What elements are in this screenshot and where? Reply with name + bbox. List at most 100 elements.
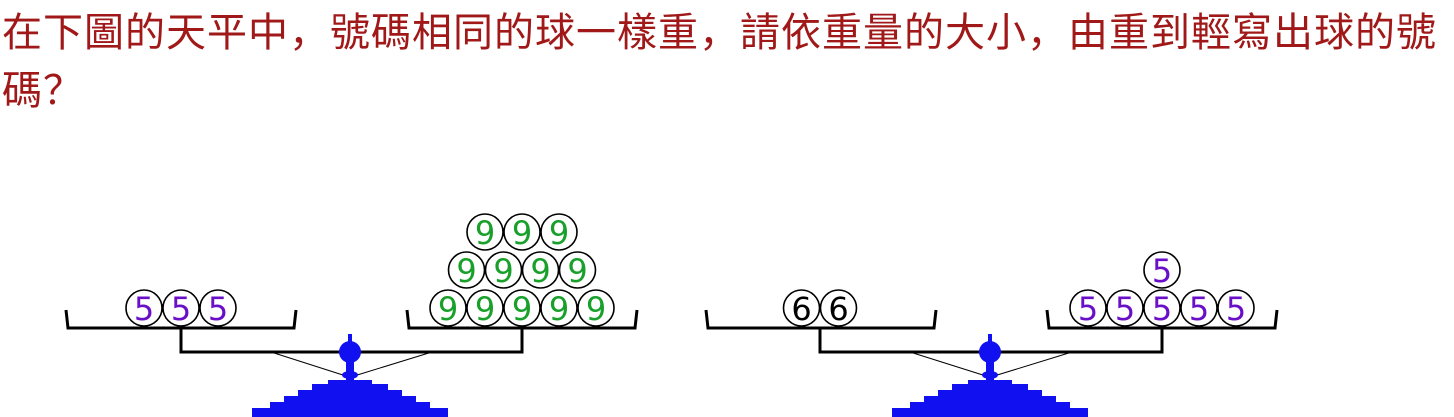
ball-number: 5 (1226, 290, 1246, 328)
ball-outline (429, 289, 467, 327)
ball-outline (162, 289, 200, 327)
right-pan-ball: 9 (521, 251, 560, 290)
right-pan-ball: 9 (466, 289, 504, 328)
base-step (910, 402, 1070, 410)
ball-outline (484, 251, 523, 289)
scale-post (346, 352, 354, 382)
base-step (938, 390, 1042, 398)
ball-outline (577, 289, 615, 327)
ball-outline (1143, 251, 1181, 289)
ball-number: 9 (456, 252, 476, 290)
right-pan (1045, 309, 1279, 330)
right-pan-ball: 5 (1143, 251, 1181, 290)
ball-outline (466, 289, 504, 327)
ball-outline (782, 289, 821, 327)
left-pan (64, 309, 298, 330)
left-pan (704, 309, 938, 330)
ball-number: 5 (1152, 290, 1172, 328)
ball-outline (558, 251, 597, 289)
ball-number: 5 (1189, 290, 1209, 328)
right-pan-ball: 5 (1106, 289, 1144, 328)
ball-number: 9 (475, 290, 495, 328)
ball-outline (199, 289, 237, 327)
pivot-knob (979, 341, 1001, 363)
base-step (924, 396, 1056, 404)
support-string (270, 351, 347, 377)
ball-outline (447, 251, 486, 289)
ball-number: 9 (512, 214, 532, 252)
ball-number: 9 (438, 290, 458, 328)
ball-number: 5 (208, 290, 228, 328)
ball-number: 9 (549, 290, 569, 328)
pivot-knob (339, 341, 361, 363)
ball-outline (540, 289, 578, 327)
base-step (968, 380, 1012, 386)
ball-outline (1217, 289, 1255, 327)
support-string (353, 351, 433, 377)
right-pan-ball: 9 (558, 251, 597, 290)
post-collar (342, 371, 358, 379)
right-pan-ball: 5 (1180, 289, 1218, 328)
left-pan-ball: 5 (125, 289, 163, 328)
pivot-tip (348, 334, 352, 344)
right-pan (405, 309, 639, 330)
ball-number: 9 (567, 252, 587, 290)
base-step (284, 396, 416, 404)
ball-number: 5 (1078, 290, 1098, 328)
right-pan-ball: 9 (540, 213, 578, 252)
right-pan-ball: 9 (503, 289, 541, 328)
ball-outline (503, 213, 541, 251)
ball-outline (466, 213, 504, 251)
ball-number: 5 (1152, 252, 1172, 290)
right-pan-ball: 5 (1217, 289, 1255, 328)
base-step (892, 408, 1088, 417)
base-step (328, 380, 372, 386)
scale-base (892, 380, 1088, 417)
base-step (298, 390, 402, 398)
support-string (993, 351, 1073, 377)
right-pan-ball: 9 (429, 289, 467, 328)
ball-number: 9 (530, 252, 550, 290)
base-step (270, 402, 430, 410)
base-step (952, 384, 1028, 392)
ball-number: 9 (586, 290, 606, 328)
post-collar (982, 371, 998, 379)
right-pan-ball: 9 (447, 251, 486, 290)
ball-outline (1069, 289, 1107, 327)
ball-number: 9 (475, 214, 495, 252)
ball-number: 9 (549, 214, 569, 252)
question-text: 在下圖的天平中，號碼相同的球一樣重，請依重量的大小，由重到輕寫出球的號碼？ (2, 10, 1437, 114)
left-pan-ball: 5 (199, 289, 237, 328)
ball-outline (1143, 289, 1181, 327)
ball-number: 9 (512, 290, 532, 328)
ball-outline (1180, 289, 1218, 327)
left-pan-ball: 6 (782, 289, 821, 328)
ball-outline (503, 289, 541, 327)
pivot-tip (988, 334, 992, 344)
left-pan-ball: 6 (819, 289, 858, 328)
base-step (252, 408, 448, 417)
right-pan-ball: 5 (1143, 289, 1181, 328)
ball-outline (540, 213, 578, 251)
right-pan-ball: 9 (484, 251, 523, 290)
left-pan-ball: 5 (162, 289, 200, 328)
base-step (312, 384, 388, 392)
ball-number: 5 (1115, 290, 1135, 328)
ball-number: 6 (791, 290, 811, 328)
right-pan-ball: 9 (503, 213, 541, 252)
ball-number: 9 (493, 252, 513, 290)
support-string (909, 351, 987, 377)
ball-outline (521, 251, 560, 289)
right-pan-ball: 9 (577, 289, 615, 328)
right-pan-ball: 9 (466, 213, 504, 252)
ball-number: 5 (171, 290, 191, 328)
ball-number: 5 (134, 290, 154, 328)
scale-base (252, 380, 448, 417)
right-pan-ball: 5 (1069, 289, 1107, 328)
ball-number: 6 (828, 290, 848, 328)
right-pan-ball: 9 (540, 289, 578, 328)
ball-outline (125, 289, 163, 327)
